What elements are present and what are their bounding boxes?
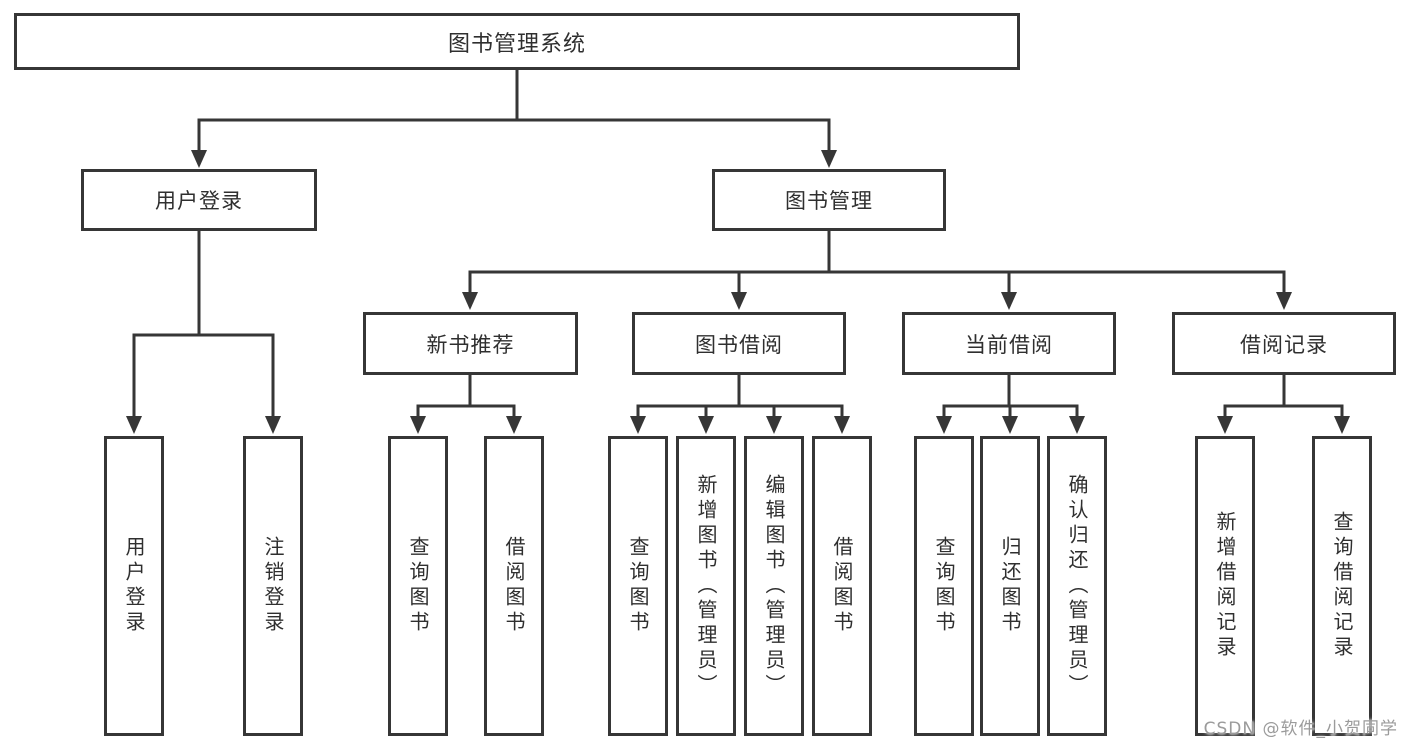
leaf-return-books-label: 归还图书 (998, 536, 1022, 636)
leaf-borrow-query-books: 查询图书 (608, 436, 668, 736)
leaf-confirm-return-admin: 确认归还（管理员） (1047, 436, 1107, 736)
leaf-add-books-admin-label: 新增图书（管理员） (694, 473, 718, 699)
leaf-add-books-admin: 新增图书（管理员） (676, 436, 736, 736)
node-root-label: 图书管理系统 (447, 31, 586, 57)
csdn-watermark: CSDN @软件_小贺同学 (1203, 719, 1398, 739)
leaf-logout: 注销登录 (243, 436, 303, 736)
node-book-management-label: 图书管理 (785, 189, 873, 213)
leaf-recommend-borrow-books-label: 借阅图书 (502, 536, 526, 636)
leaf-edit-books-admin: 编辑图书（管理员） (744, 436, 804, 736)
leaf-add-borrow-record: 新增借阅记录 (1195, 436, 1255, 736)
leaf-current-query-books: 查询图书 (914, 436, 974, 736)
leaf-edit-books-admin-label: 编辑图书（管理员） (762, 473, 786, 699)
leaf-add-borrow-record-label: 新增借阅记录 (1213, 511, 1237, 661)
leaf-logout-label: 注销登录 (261, 536, 285, 636)
node-borrow-records: 借阅记录 (1172, 312, 1396, 375)
leaf-query-borrow-record: 查询借阅记录 (1312, 436, 1372, 736)
leaf-recommend-query-books: 查询图书 (388, 436, 448, 736)
node-borrow-records-label: 借阅记录 (1240, 332, 1328, 357)
node-user-login: 用户登录 (81, 169, 317, 231)
node-book-borrow: 图书借阅 (632, 312, 846, 375)
leaf-query-borrow-record-label: 查询借阅记录 (1330, 511, 1354, 661)
leaf-current-query-books-label: 查询图书 (932, 536, 956, 636)
leaf-recommend-borrow-books: 借阅图书 (484, 436, 544, 736)
node-book-borrow-label: 图书借阅 (695, 332, 783, 357)
node-new-book-recommend: 新书推荐 (363, 312, 578, 375)
node-current-borrow: 当前借阅 (902, 312, 1116, 375)
leaf-borrow-query-books-label: 查询图书 (626, 536, 650, 636)
leaf-confirm-return-admin-label: 确认归还（管理员） (1065, 473, 1089, 699)
node-new-book-recommend-label: 新书推荐 (426, 332, 515, 357)
leaf-borrow-books-label: 借阅图书 (830, 536, 854, 636)
leaf-recommend-query-books-label: 查询图书 (406, 536, 430, 636)
node-book-management: 图书管理 (712, 169, 946, 231)
leaf-user-login: 用户登录 (104, 436, 164, 736)
leaf-borrow-books: 借阅图书 (812, 436, 872, 736)
node-current-borrow-label: 当前借阅 (965, 332, 1053, 357)
leaf-user-login-label: 用户登录 (122, 536, 146, 636)
node-root: 图书管理系统 (14, 13, 1020, 70)
node-user-login-label: 用户登录 (155, 189, 243, 213)
leaf-return-books: 归还图书 (980, 436, 1040, 736)
